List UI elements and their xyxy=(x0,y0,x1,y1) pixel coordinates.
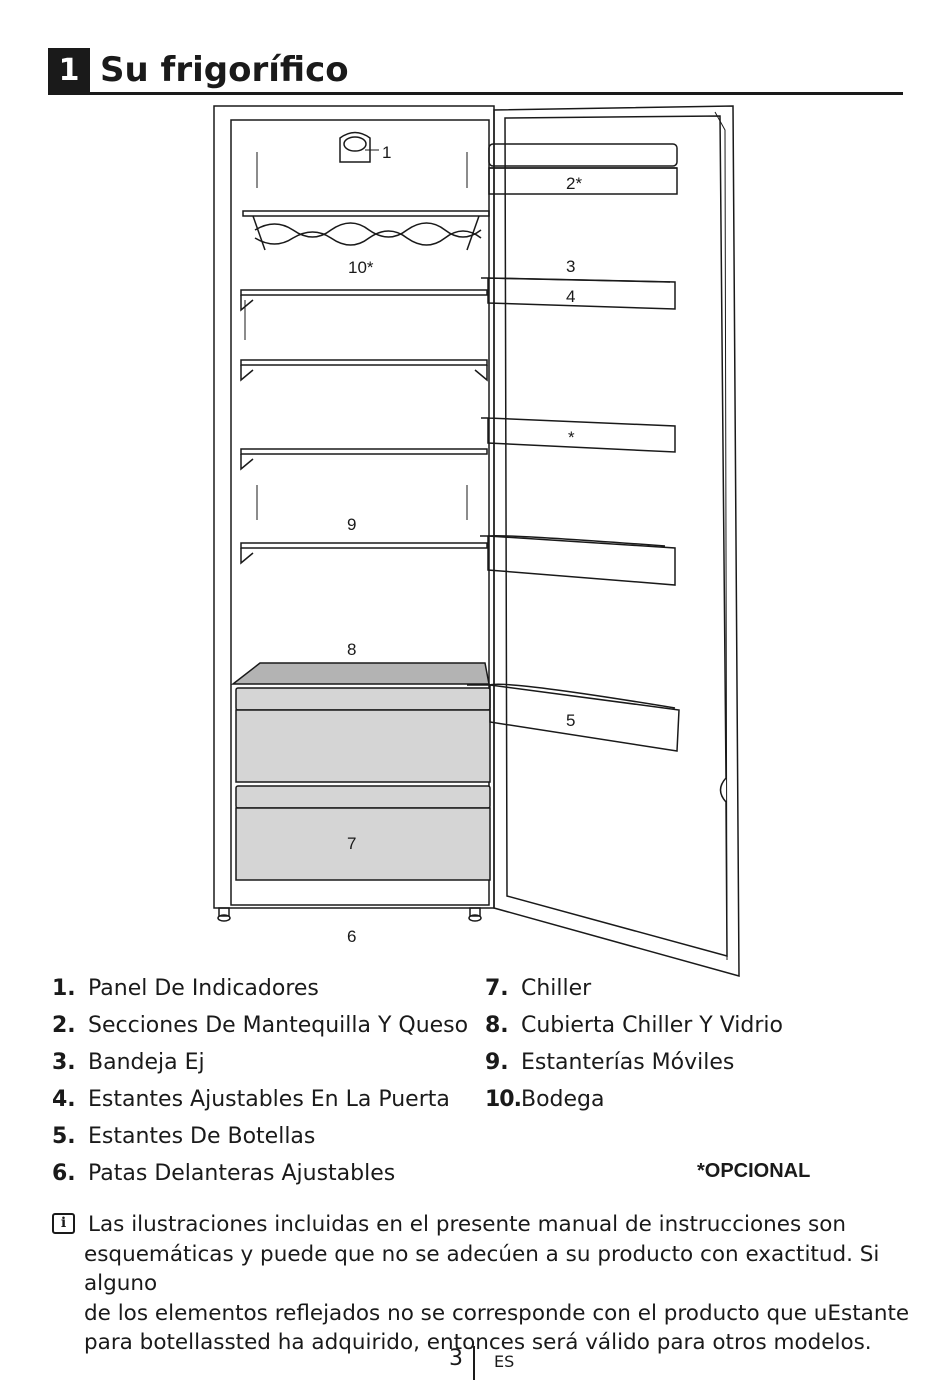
legend-item: 7.Chiller xyxy=(485,976,592,1001)
callout-optional: * xyxy=(568,428,575,447)
legend-item: 5.Estantes De Botellas xyxy=(52,1124,316,1149)
legend-right: 7.Chiller 8.Cubierta Chiller Y Vidrio 9.… xyxy=(485,970,783,1118)
callout-3: 3 xyxy=(566,257,575,276)
page-title: Su frigorífico xyxy=(100,50,349,90)
callout-10: 10* xyxy=(348,258,374,277)
cabinet-inner xyxy=(230,119,490,906)
refrigerator-diagram: 1 2* 10* 3 4 * 9 8 5 7 6 xyxy=(213,105,740,977)
legend-item: 8.Cubierta Chiller Y Vidrio xyxy=(485,1013,783,1038)
drawer-bottom-handle xyxy=(235,785,491,809)
legend-item: 3.Bandeja Ej xyxy=(52,1050,205,1075)
legend-left: 1.Panel De Indicadores 2.Secciones De Ma… xyxy=(52,970,468,1192)
optional-note: *OPCIONAL xyxy=(697,1160,811,1182)
page-number: 3 xyxy=(449,1346,463,1371)
legend-item: 1.Panel De Indicadores xyxy=(52,976,319,1001)
section-number: 1 xyxy=(48,48,90,94)
door-outline xyxy=(493,105,740,977)
drawer-bottom xyxy=(235,807,491,881)
language-code: ES xyxy=(494,1352,515,1371)
info-line: esquemáticas y puede que no se adecúen a… xyxy=(84,1241,880,1297)
callout-6: 6 xyxy=(347,927,356,946)
info-line: Las ilustraciones incluidas en el presen… xyxy=(88,1212,847,1237)
callout-4: 4 xyxy=(566,287,575,306)
callout-5: 5 xyxy=(566,711,575,730)
callout-9: 9 xyxy=(347,515,356,534)
callout-7: 7 xyxy=(347,834,356,853)
legend-item: 4.Estantes Ajustables En La Puerta xyxy=(52,1087,450,1112)
drawer-top xyxy=(235,709,491,783)
callout-1: 1 xyxy=(382,143,391,162)
drawer-top-handle xyxy=(235,687,491,711)
info-note: Las ilustraciones incluidas en el presen… xyxy=(84,1210,914,1358)
wine-rack xyxy=(242,210,490,251)
callout-8: 8 xyxy=(347,640,356,659)
door-bins xyxy=(467,143,680,752)
indicator-panel xyxy=(339,131,371,163)
front-feet xyxy=(217,907,482,922)
info-icon: i xyxy=(52,1213,75,1234)
door-inner xyxy=(504,115,728,957)
footer-divider xyxy=(473,1346,475,1380)
legend-item: 10.Bodega xyxy=(485,1087,605,1112)
info-line: para botellassted ha adquirido, entonces… xyxy=(84,1330,872,1355)
legend-item: 2.Secciones De Mantequilla Y Queso xyxy=(52,1013,469,1038)
callout-2: 2* xyxy=(566,174,582,193)
info-line: de los elementos reflejados no se corres… xyxy=(84,1300,910,1326)
legend-item: 6.Patas Delanteras Ajustables xyxy=(52,1161,396,1186)
chiller-cover xyxy=(230,662,490,685)
heading-rule xyxy=(48,92,903,95)
glass-shelves xyxy=(240,289,488,565)
legend-item: 9.Estanterías Móviles xyxy=(485,1050,735,1075)
